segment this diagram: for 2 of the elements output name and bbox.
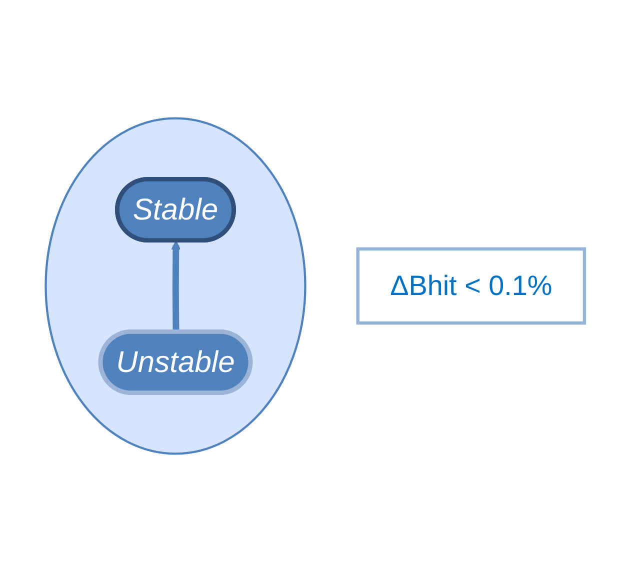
node-box: ΔBhit < 0.1% (356, 247, 586, 325)
cluster (44, 117, 306, 455)
